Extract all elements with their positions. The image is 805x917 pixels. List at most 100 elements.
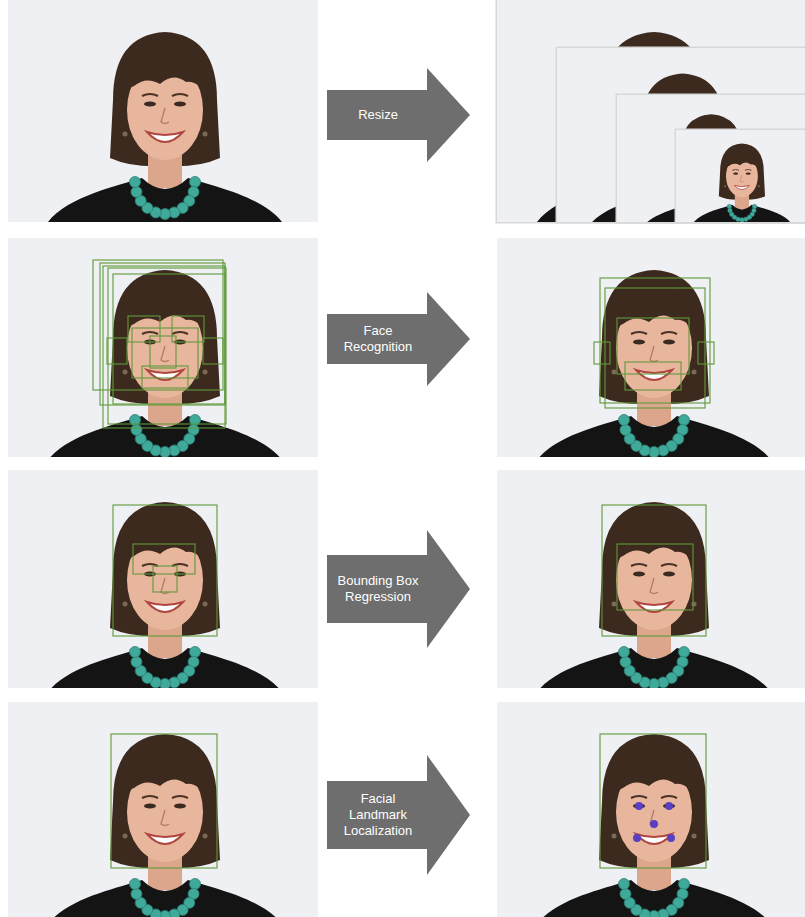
arrow-label-box: Facial Landmark Localization <box>331 791 425 839</box>
hair <box>599 270 709 404</box>
bounding-box <box>107 338 127 364</box>
eye <box>733 173 738 175</box>
smile <box>636 370 672 380</box>
earring <box>612 834 617 839</box>
hair <box>110 734 220 868</box>
necklace-bead <box>620 424 631 435</box>
bangs <box>724 151 760 171</box>
landmark-dot <box>635 802 643 810</box>
black-top <box>537 648 771 688</box>
process-arrow: Bounding Box Regression <box>327 530 470 648</box>
earring <box>203 834 208 839</box>
arrow-shape <box>327 68 470 162</box>
bounding-box <box>150 336 176 368</box>
bounding-box <box>172 316 204 342</box>
arrow-shape <box>327 530 470 648</box>
smile <box>147 132 183 142</box>
necklace-bead <box>620 656 631 667</box>
eye <box>746 173 751 175</box>
nose <box>650 346 658 362</box>
nose <box>161 108 169 124</box>
bounding-box <box>103 266 225 428</box>
black-top <box>693 205 791 222</box>
landmark-dot <box>665 802 673 810</box>
bangs <box>611 288 697 336</box>
earring <box>123 834 128 839</box>
necklace-bead <box>679 879 690 890</box>
hair <box>599 734 709 868</box>
earring <box>612 370 617 375</box>
process-arrow: Face Recognition <box>327 292 470 386</box>
bangs <box>611 752 697 800</box>
nose <box>740 175 743 182</box>
eyebrows <box>142 332 188 334</box>
photo-panel <box>97 702 805 917</box>
necklace-bead <box>679 647 690 658</box>
earring <box>758 185 760 187</box>
eye <box>144 803 156 808</box>
photo-panel <box>0 238 805 638</box>
eyebrows <box>142 796 188 798</box>
photo-background <box>676 130 805 222</box>
necklace-bead <box>130 879 141 890</box>
necklace-bead <box>619 647 630 658</box>
landmark-dot <box>633 834 641 842</box>
bounding-box <box>617 318 689 374</box>
black-top <box>48 648 282 688</box>
photo-panel <box>0 470 805 870</box>
necklace-bead <box>130 177 141 188</box>
bounding-box <box>594 342 610 364</box>
arrow-shape <box>327 755 470 875</box>
bangs <box>122 288 208 336</box>
hair <box>719 143 765 199</box>
black-top <box>48 178 282 222</box>
bounding-box <box>113 505 217 636</box>
bounding-box <box>100 263 225 405</box>
bounding-box <box>111 734 217 868</box>
bounding-box <box>617 544 693 610</box>
nose <box>650 578 658 594</box>
process-arrow: Facial Landmark Localization <box>327 755 470 875</box>
earring <box>692 602 697 607</box>
arrow-label-box: Resize <box>331 107 425 123</box>
necklace-bead <box>620 888 631 899</box>
necklace-bead <box>131 186 142 197</box>
earring <box>692 370 697 375</box>
earring <box>203 602 208 607</box>
bounding-box <box>625 362 681 390</box>
bounding-box <box>153 566 177 592</box>
black-top <box>537 880 771 917</box>
hair <box>110 270 220 404</box>
black-top <box>48 416 282 457</box>
necklace-bead <box>727 204 732 209</box>
necklace-bead <box>190 177 201 188</box>
arrow-label-box: Bounding Box Regression <box>331 573 425 605</box>
eyebrows <box>142 94 188 96</box>
earring <box>612 602 617 607</box>
landmark-dot <box>667 834 675 842</box>
bounding-box <box>113 274 225 404</box>
arrow-label-box: Face Recognition <box>331 323 425 355</box>
hair <box>110 32 220 166</box>
earring <box>123 602 128 607</box>
eyebrows <box>732 169 751 171</box>
necklace-bead <box>130 647 141 658</box>
nose <box>161 578 169 594</box>
bounding-box <box>600 278 710 403</box>
eye <box>144 101 156 106</box>
nose <box>161 346 169 362</box>
bangs <box>122 50 208 98</box>
photo-background <box>497 0 805 222</box>
photo-background <box>8 0 318 222</box>
hair <box>599 502 709 636</box>
bangs <box>122 752 208 800</box>
photo-background <box>8 702 318 917</box>
bounding-box <box>698 342 714 364</box>
smile <box>636 834 672 844</box>
black-top <box>537 416 771 457</box>
necklace-bead <box>619 879 630 890</box>
eyebrows <box>631 332 677 334</box>
necklace-bead <box>619 415 630 426</box>
necklace-bead <box>131 424 142 435</box>
